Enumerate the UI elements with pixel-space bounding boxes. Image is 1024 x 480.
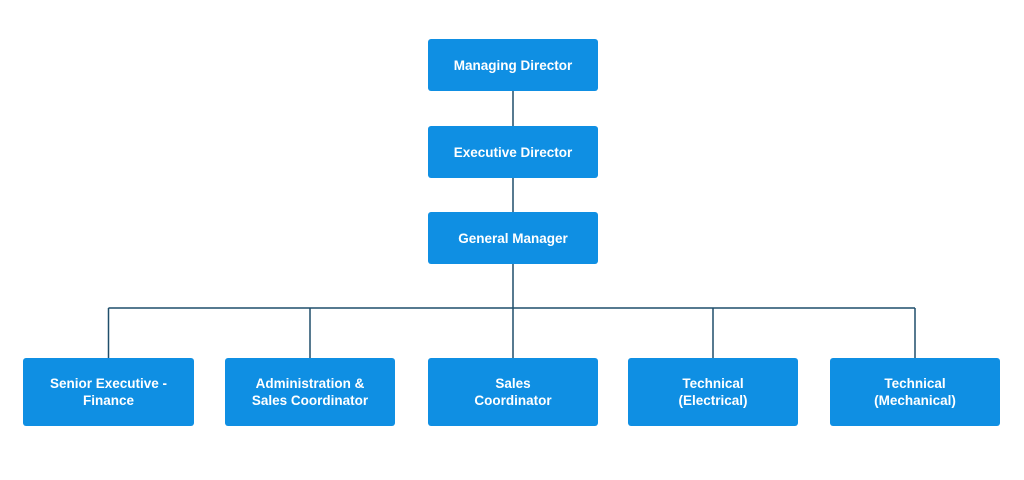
node-label-group: Technical (Mechanical) bbox=[874, 375, 956, 409]
node-label-group: Technical (Electrical) bbox=[678, 375, 747, 409]
node-label-line1: Administration & bbox=[255, 376, 365, 391]
node-label-line1: Technical bbox=[682, 376, 744, 391]
node-label-line1: Sales bbox=[495, 376, 531, 391]
node-executive-director[interactable]: Executive Director bbox=[428, 126, 598, 178]
node-label-group: Sales Coordinator bbox=[474, 375, 551, 409]
node-senior-executive-finance[interactable]: Senior Executive - Finance bbox=[23, 358, 194, 426]
node-label-line2: (Electrical) bbox=[678, 393, 748, 408]
node-administration-sales-coordinator[interactable]: Administration & Sales Coordinator bbox=[225, 358, 395, 426]
node-label-line2: (Mechanical) bbox=[874, 393, 956, 408]
node-label-line2: Sales Coordinator bbox=[251, 393, 369, 408]
node-label: General Manager bbox=[458, 230, 568, 246]
node-label: Executive Director bbox=[453, 144, 573, 160]
node-label-group: Senior Executive - Finance bbox=[50, 375, 167, 409]
node-label-line1: Senior Executive - bbox=[49, 376, 168, 391]
node-label-group: Administration & Sales Coordinator bbox=[252, 375, 368, 409]
node-label-line1: Technical bbox=[884, 376, 946, 391]
node-label-line2: Coordinator bbox=[474, 393, 552, 408]
node-managing-director[interactable]: Managing Director bbox=[428, 39, 598, 91]
node-label-line2: Finance bbox=[82, 393, 134, 408]
node-technical-mechanical[interactable]: Technical (Mechanical) bbox=[830, 358, 1000, 426]
node-sales-coordinator[interactable]: Sales Coordinator bbox=[428, 358, 598, 426]
node-label: Managing Director bbox=[453, 57, 573, 73]
node-technical-electrical[interactable]: Technical (Electrical) bbox=[628, 358, 798, 426]
node-general-manager[interactable]: General Manager bbox=[428, 212, 598, 264]
